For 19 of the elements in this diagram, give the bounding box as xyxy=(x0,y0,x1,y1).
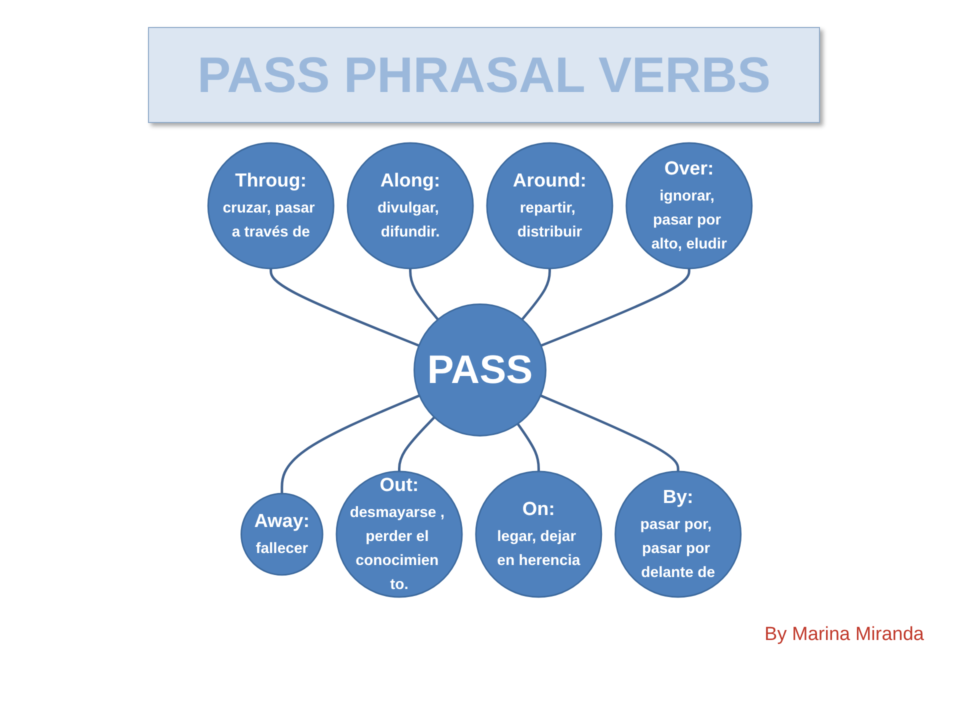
node-circle: Along: divulgar, difundir. xyxy=(346,142,474,270)
author-note: By Marina Miranda xyxy=(764,624,924,646)
connector xyxy=(521,268,551,320)
connector xyxy=(280,394,420,494)
node-circle: Out: desmayarse , perder el conocimien to. xyxy=(336,470,463,598)
node-circle: Throug: cruzar, pasar a través de xyxy=(207,142,334,270)
node-circle: By: pasar por, pasar por delante de xyxy=(614,470,742,598)
node-circle: PASS xyxy=(414,304,546,436)
connector xyxy=(516,423,540,472)
connector xyxy=(409,268,439,320)
connector xyxy=(540,394,680,472)
node-circle: Away: fallecer xyxy=(240,492,324,576)
title-banner: PASS PHRASAL VERBS xyxy=(148,27,820,123)
node-circle: Over: ignorar, pasar por alto, eludir xyxy=(626,142,753,270)
node-circle: On: legar, dejar en herencia xyxy=(475,470,602,598)
connector xyxy=(398,416,436,472)
node-circle: Around: repartir, distribuir xyxy=(486,142,614,270)
connector xyxy=(270,268,420,347)
connector xyxy=(540,268,690,347)
